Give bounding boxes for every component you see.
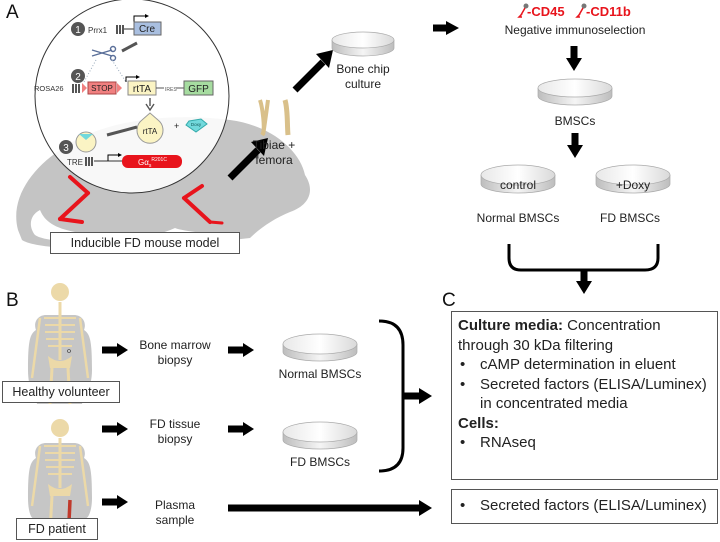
hollow-arrow-binding-icon [106, 125, 138, 137]
cre-gene [133, 21, 162, 36]
bone-marrow-biopsy-label: Bone marrow biopsy [130, 338, 220, 368]
cd45-label: -CD45 [527, 4, 565, 19]
bones-label-line-2: femora [255, 153, 293, 167]
arrow-to-normal-dish [228, 343, 254, 357]
mouse-legs-bones [58, 175, 224, 225]
plasma-line-1: Plasma [154, 498, 195, 512]
panel-label-c: C [442, 290, 456, 311]
rosa26-label: ROSA26 [34, 84, 64, 93]
plasma-sample-label: Plasma sample [130, 498, 220, 528]
fd-tissue-line-2: biopsy [157, 432, 193, 446]
dish-bmscs [537, 78, 613, 106]
dish-bone-chip [331, 31, 395, 57]
panel-label-a: A [6, 2, 19, 23]
culture-analysis-box: Culture media: Concentration through 30 … [451, 311, 718, 480]
arrow-to-bm-biopsy [102, 343, 128, 357]
bm-biopsy-line-1: Bone marrow [139, 338, 211, 352]
dish-normal-bmscs-b [282, 333, 358, 362]
bone-chip-line-1: Bone chip [336, 62, 390, 76]
arrow-to-fd-dish [228, 422, 254, 436]
bone-chip-culture-label: Bone chip culture [323, 62, 403, 92]
bones-label-line-1: Tibiae + [252, 138, 296, 152]
arrow-to-bones [227, 147, 261, 181]
arrow-to-fd-biopsy [102, 422, 128, 436]
step-1-number: 1 [75, 25, 81, 36]
bm-biopsy-line-2: biopsy [157, 353, 193, 367]
tibia-bone-icon [258, 99, 270, 137]
normal-bmscs-label-b: Normal BMSCs [278, 367, 362, 381]
rtta-protein-label: rtTA [143, 127, 158, 136]
doxy-molecule-icon [185, 118, 208, 133]
normal-bmscs-label-a: Normal BMSCs [476, 211, 560, 225]
step-2-number: 2 [75, 72, 81, 83]
bullet-camp: cAMP determination in eluent [458, 355, 711, 375]
arrow-to-culture-box [404, 388, 432, 404]
arrow-to-bone-chip [292, 59, 326, 93]
panel-label-b: B [6, 290, 19, 311]
healthy-volunteer-label: Healthy volunteer [2, 381, 120, 403]
bone-chip-line-2: culture [344, 77, 382, 91]
plasma-analysis-box: Secreted factors (ELISA/Luminex) [451, 489, 718, 524]
antibody-cd45-icon [517, 3, 529, 18]
bullet-rnaseq: RNAseq [458, 433, 711, 453]
ires-label: IRES [165, 87, 177, 93]
merge-bracket-a [507, 244, 660, 272]
femur-bone-icon [282, 99, 291, 136]
dish-control [480, 164, 556, 194]
bullet-plasma-secreted-factors: Secreted factors (ELISA/Luminex) [458, 496, 711, 516]
doxy-label: Doxy [191, 122, 202, 127]
arrow-plasma-to-box [228, 500, 432, 516]
cre-label: Cre [139, 24, 156, 35]
fd-patient-figure [28, 419, 92, 533]
gfp-label: GFP [188, 84, 209, 95]
promoter-arrow-1-icon [133, 14, 149, 22]
promoter-repeats-3-icon [85, 157, 93, 166]
bullet-secreted-factors: Secreted factors (ELISA/Luminex) in conc… [458, 375, 711, 414]
gas-r201c-gene [122, 155, 182, 168]
bones-label: Tibiae + femora [244, 138, 304, 168]
cd11b-label: -CD11b [586, 4, 631, 19]
dish-fd-bmscs-b [282, 421, 358, 450]
dish-control-label: control [499, 178, 537, 192]
promoter-repeats-1-icon [116, 25, 124, 34]
step-3-number: 3 [63, 143, 69, 154]
step-2-badge [71, 69, 85, 83]
cells-heading: Cells: [458, 414, 499, 432]
merge-bracket-b [378, 319, 405, 473]
prrx1-label: Prrx1 [88, 26, 108, 35]
mouse-model-label: Inducible FD mouse model [50, 232, 240, 254]
hollow-arrow-cre-icon [121, 41, 138, 53]
bmscs-label: BMSCs [554, 114, 596, 128]
plus-sign: + [174, 121, 179, 131]
step-3-badge [59, 140, 73, 154]
fd-patient-label: FD patient [16, 518, 98, 540]
stop-cassette [87, 81, 117, 95]
rtta-protein-icon [136, 112, 164, 144]
arrow-to-plasma [102, 495, 128, 509]
dish-doxy-label: +Doxy [615, 178, 651, 192]
hollow-arrow-down-icon [145, 98, 155, 112]
fd-bmscs-label-b: FD BMSCs [290, 455, 350, 469]
tre-label: TRE [67, 158, 83, 167]
gfp-gene [183, 80, 214, 96]
dish-doxy [595, 164, 671, 194]
step-1-badge [71, 22, 85, 36]
negative-immunoselection-label: Negative immunoselection [504, 23, 646, 37]
culture-media-heading: Culture media: Concentration through 30 … [458, 317, 661, 354]
rtta-doxy-complex-icon [75, 131, 97, 153]
promoter-repeats-2-icon [72, 84, 80, 93]
rtta-label: rtTA [133, 84, 151, 95]
plasma-line-2: sample [155, 513, 195, 527]
scissors-icon [91, 45, 117, 62]
fd-tissue-line-1: FD tissue [149, 417, 201, 431]
fd-bmscs-label-a: FD BMSCs [600, 211, 660, 225]
fd-tissue-biopsy-label: FD tissue biopsy [130, 417, 220, 447]
gas-label: GαsR201C [138, 157, 167, 169]
antibody-cd11b-icon [575, 3, 587, 18]
stop-label: STOP [91, 84, 113, 93]
